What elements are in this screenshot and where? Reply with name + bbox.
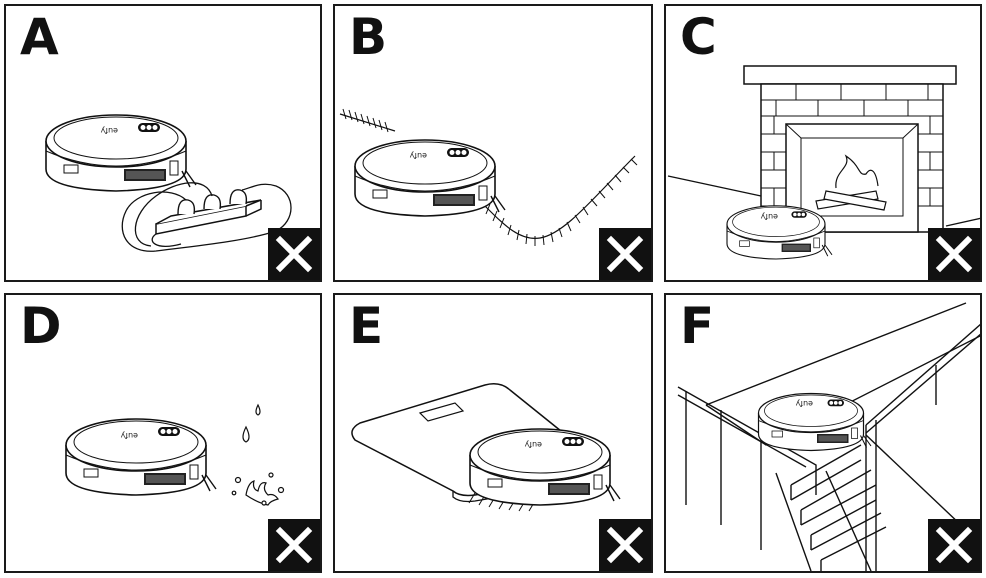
panel-d: D eufy [4, 293, 322, 573]
fireplace-mantel [743, 65, 957, 85]
robot-on-rug-fringe-illustration: eufy [339, 108, 638, 246]
panel-letter: D [20, 297, 62, 355]
panel-letter: E [349, 297, 383, 355]
robot-near-stairs-illustration: eufy [677, 302, 980, 571]
panel-f: F eufy [664, 293, 982, 573]
panel-e: E eufy [333, 293, 653, 573]
panel-b: B eufy [333, 4, 653, 282]
robot-vacuum [45, 114, 197, 192]
robot-brand-label: eufy [409, 151, 427, 160]
prohibited-x-icon [268, 228, 320, 280]
robot-vacuum [65, 418, 217, 496]
prohibited-x-icon [268, 519, 320, 571]
robot-vacuum [469, 428, 621, 506]
scale-display [418, 402, 465, 422]
robot-near-cables-illustration: eufy [45, 114, 292, 252]
robot-vacuum [757, 392, 872, 452]
panel-a: A eufy [4, 4, 322, 282]
liquid-splash [231, 472, 285, 506]
prohibited-x-icon [599, 228, 651, 280]
robot-vacuum [354, 139, 506, 217]
prohibited-x-icon [928, 228, 980, 280]
robot-brand-label: eufy [100, 126, 118, 135]
robot-on-scale-illustration: eufy [351, 383, 621, 512]
robot-brand-label: eufy [524, 440, 542, 449]
robot-brand-label: eufy [760, 212, 778, 221]
robot-brand-label: eufy [795, 399, 813, 408]
robot-near-fireplace-illustration: eufy [667, 65, 980, 260]
robot-vacuum [726, 205, 833, 260]
prohibited-x-icon [599, 519, 651, 571]
panel-c: C eufy [664, 4, 982, 282]
panel-letter: F [680, 297, 714, 355]
panel-letter: A [20, 8, 59, 66]
robot-near-liquid-illustration: eufy [65, 403, 285, 506]
robot-brand-label: eufy [120, 431, 138, 440]
panel-letter: B [349, 8, 387, 66]
water-drop-icon [255, 403, 261, 416]
panel-letter: C [680, 8, 717, 66]
prohibited-x-icon [928, 519, 980, 571]
water-drop-icon [242, 425, 250, 443]
